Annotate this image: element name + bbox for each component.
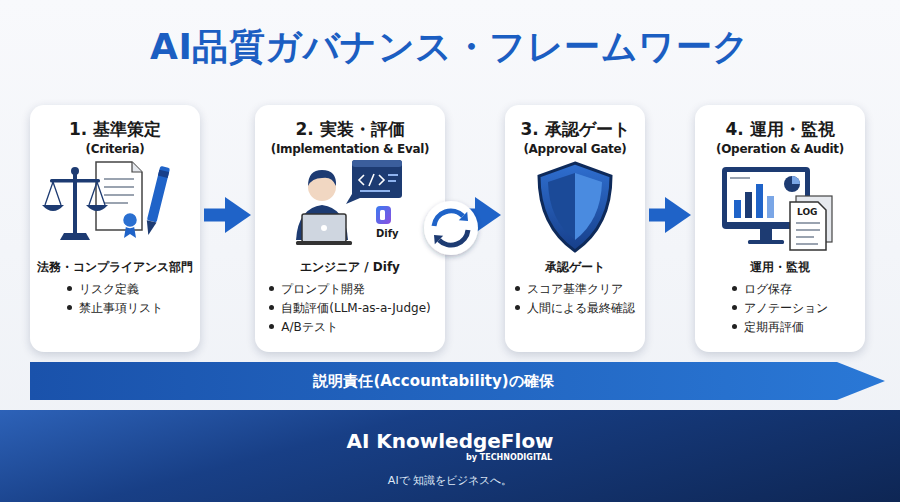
bullet-item: ログ保存 xyxy=(732,280,792,299)
diagram-title: AI品質ガバナンス・フレームワーク xyxy=(0,22,900,72)
step-heading: 3. 承認ゲート xyxy=(520,118,629,140)
step-heading: 1. 基準策定 xyxy=(69,118,161,140)
bullet-item: リスク定義 xyxy=(67,280,139,299)
bullet-item: プロンプト開発 xyxy=(269,280,365,299)
step-heading: 4. 運用・監視 xyxy=(725,118,834,140)
log-label: LOG xyxy=(797,207,817,217)
bullet-item: A/Bテスト xyxy=(269,318,337,337)
step-subheading: (Implementation & Eval) xyxy=(271,140,430,158)
bullet-item: スコア基準クリア xyxy=(515,280,623,299)
bullet-list: プロンプト開発自動評価(LLM-as-a-Judge)A/Bテスト xyxy=(269,280,430,337)
flow-arrow xyxy=(204,209,228,222)
flow-arrow xyxy=(449,209,478,222)
step-subheading: (Criteria) xyxy=(86,140,145,158)
role-label: エンジニア / Dify xyxy=(300,258,400,276)
bullet-item: 禁止事項リスト xyxy=(67,299,163,318)
logo-label: Dify xyxy=(376,228,399,239)
bullet-item: アノテーション xyxy=(732,299,828,318)
bullet-list: スコア基準クリア人間による最終確認 xyxy=(515,280,635,318)
bullet-list: リスク定義禁止事項リスト xyxy=(67,280,163,318)
band-label: 説明責任(Accountability)の確保 xyxy=(30,362,837,400)
brand-name: AI KnowledgeFlow xyxy=(346,429,553,453)
role-label: 承認ゲート xyxy=(545,258,605,276)
role-label: 法務・コンプライアンス部門 xyxy=(37,258,193,276)
footer-band: AI KnowledgeFlowby TECHNODIGITAL AIで 知識をビ… xyxy=(0,410,900,502)
band-arrow-shape xyxy=(30,362,885,400)
step-heading: 2. 実装・評価 xyxy=(295,118,404,140)
step-subheading: (Approval Gate) xyxy=(523,140,626,158)
refresh-icon xyxy=(459,212,468,221)
process-card: 1. 基準策定(Criteria) 法務・コンプライアンス部門リスク定義禁止事項リ… xyxy=(30,105,200,352)
process-card: 4. 運用・監視(Operation & Audit) 運用・監視ログ保存アノテー… xyxy=(695,105,865,352)
arrow-band: 説明責任(Accountability)の確保 xyxy=(30,362,885,400)
step-subheading: (Operation & Audit) xyxy=(716,140,844,158)
bullet-item: 自動評価(LLM-as-a-Judge) xyxy=(269,299,430,318)
role-label: 運用・監視 xyxy=(750,258,810,276)
process-card: 2. 実装・評価(Implementation & Eval) エンジニア / D… xyxy=(255,105,445,352)
bullet-item: 定期再評価 xyxy=(732,318,804,337)
bullet-list: ログ保存アノテーション定期再評価 xyxy=(732,280,828,337)
brand-byline: by TECHNODIGITAL xyxy=(466,453,552,463)
flow-arrow xyxy=(649,209,668,222)
process-card: 3. 承認ゲート(Approval Gate) 承認ゲートスコア基準クリア人間によ… xyxy=(505,105,645,352)
brand-tagline: AIで 知識をビジネスへ。 xyxy=(388,473,512,489)
bullet-item: 人間による最終確認 xyxy=(515,299,635,318)
